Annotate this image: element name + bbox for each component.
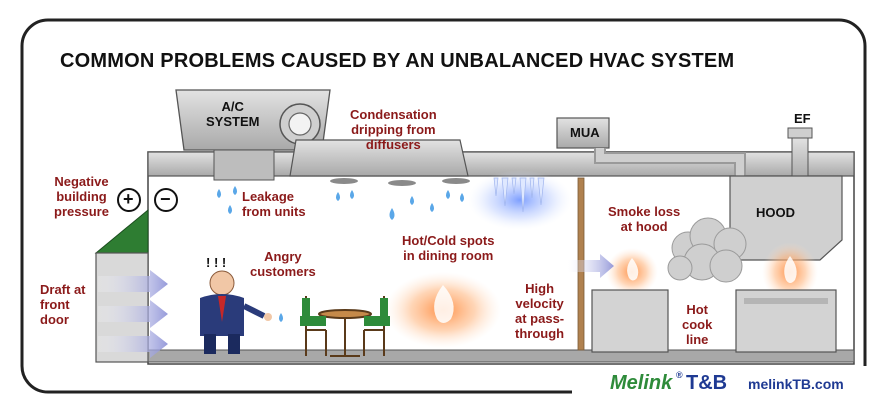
ef-cap xyxy=(787,127,813,139)
condensation-label: Condensation dripping from diffusers xyxy=(350,107,437,152)
plus-sign: + xyxy=(123,189,134,209)
hood-label: HOOD xyxy=(756,205,795,220)
ac-system-label: A/C SYSTEM xyxy=(206,99,260,129)
pass-through-counter xyxy=(591,289,669,353)
negative-pressure-icon xyxy=(154,188,178,212)
ac-unit-drop xyxy=(213,149,275,181)
supply-duct xyxy=(289,139,469,177)
positive-pressure-icon xyxy=(117,188,141,212)
brand-name: Melink xyxy=(610,372,673,394)
brand-url[interactable]: melinkTB.com xyxy=(748,376,844,392)
brand-tm: ® xyxy=(676,370,683,380)
brand-tb: T&B xyxy=(686,372,728,394)
exclamation-marks: ! ! ! xyxy=(206,255,227,270)
diffuser-1 xyxy=(330,178,358,184)
chair-right-back xyxy=(380,298,388,316)
ef-label: EF xyxy=(794,111,811,126)
diffuser-2 xyxy=(388,180,416,186)
icicles xyxy=(493,177,545,213)
draft-label: Draft at front door xyxy=(40,282,86,327)
draft-arrows xyxy=(98,254,614,358)
water-drops xyxy=(217,186,464,322)
angry-customers-label: Angry customers xyxy=(250,249,316,279)
chair-left-back xyxy=(302,298,310,316)
leakage-label: Leakage from units xyxy=(242,189,306,219)
smoke-loss-label: Smoke loss at hood xyxy=(608,204,681,234)
ac-fan xyxy=(288,112,312,136)
hot-cook-line-label: Hot cook line xyxy=(682,302,713,347)
diffuser-3 xyxy=(442,178,470,184)
high-velocity-label: High velocity at pass- through xyxy=(515,281,565,341)
cook-line-top xyxy=(744,298,828,304)
ef-stack xyxy=(791,137,809,179)
page-title: COMMON PROBLEMS CAUSED BY AN UNBALANCED … xyxy=(60,50,735,72)
flames xyxy=(434,256,797,323)
cold-spot-glow xyxy=(468,170,572,230)
angry-customer xyxy=(200,270,272,354)
hot-cold-spots-label: Hot/Cold spots in dining room xyxy=(402,233,495,263)
minus-sign: − xyxy=(160,189,171,209)
mua-unit xyxy=(556,117,610,149)
chair-left-seat xyxy=(300,316,326,326)
smoke-cloud xyxy=(667,217,747,283)
chair-right-seat xyxy=(364,316,390,326)
brand-footer: Melink ® T&B melinkTB.com xyxy=(572,366,872,400)
negative-pressure-label: Negative building pressure xyxy=(54,174,109,219)
mua-label: MUA xyxy=(570,125,600,140)
